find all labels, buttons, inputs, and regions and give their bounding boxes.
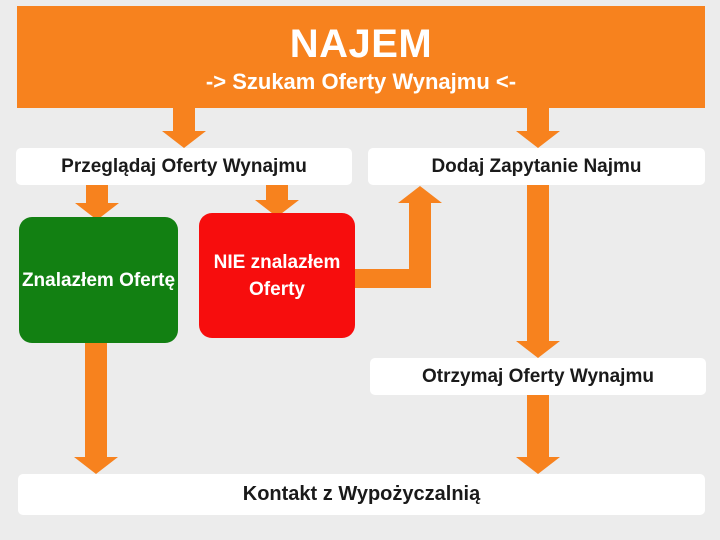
node-nie-znalazlem-oferty[interactable]: NIE znalazłem Oferty — [199, 213, 355, 338]
page-title: NAJEM — [289, 22, 433, 66]
node-kontakt-z-wypozyczalnia[interactable]: Kontakt z Wypożyczalnią — [18, 474, 705, 515]
arrow-down-icon-otrzymaj-to-kontakt — [516, 395, 560, 474]
arrow-down-icon-przegladaj-to-nie-znalazlem — [255, 185, 299, 217]
header-banner: NAJEM -> Szukam Oferty Wynajmu <- — [17, 6, 705, 108]
arrow-down-icon-header-to-dodaj — [516, 108, 560, 148]
node-otrzymaj-oferty-wynajmu[interactable]: Otrzymaj Oferty Wynajmu — [370, 358, 706, 395]
arrow-elbow-up-icon-nie-znalazlem-to-dodaj — [355, 186, 455, 288]
arrow-down-icon-dodaj-to-otrzymaj — [516, 185, 560, 358]
node-znalazlem-oferte[interactable]: Znalazłem Ofertę — [19, 217, 178, 343]
arrow-down-icon-przegladaj-to-znalazlem — [75, 185, 119, 220]
page-subtitle: -> Szukam Oferty Wynajmu <- — [205, 69, 517, 94]
node-przegladaj-oferty-wynajmu[interactable]: Przeglądaj Oferty Wynajmu — [16, 148, 352, 185]
node-dodaj-zapytanie-najmu[interactable]: Dodaj Zapytanie Najmu — [368, 148, 705, 185]
arrow-down-icon-znalazlem-to-kontakt — [74, 343, 118, 474]
arrow-down-icon-header-to-przegladaj — [162, 108, 206, 148]
